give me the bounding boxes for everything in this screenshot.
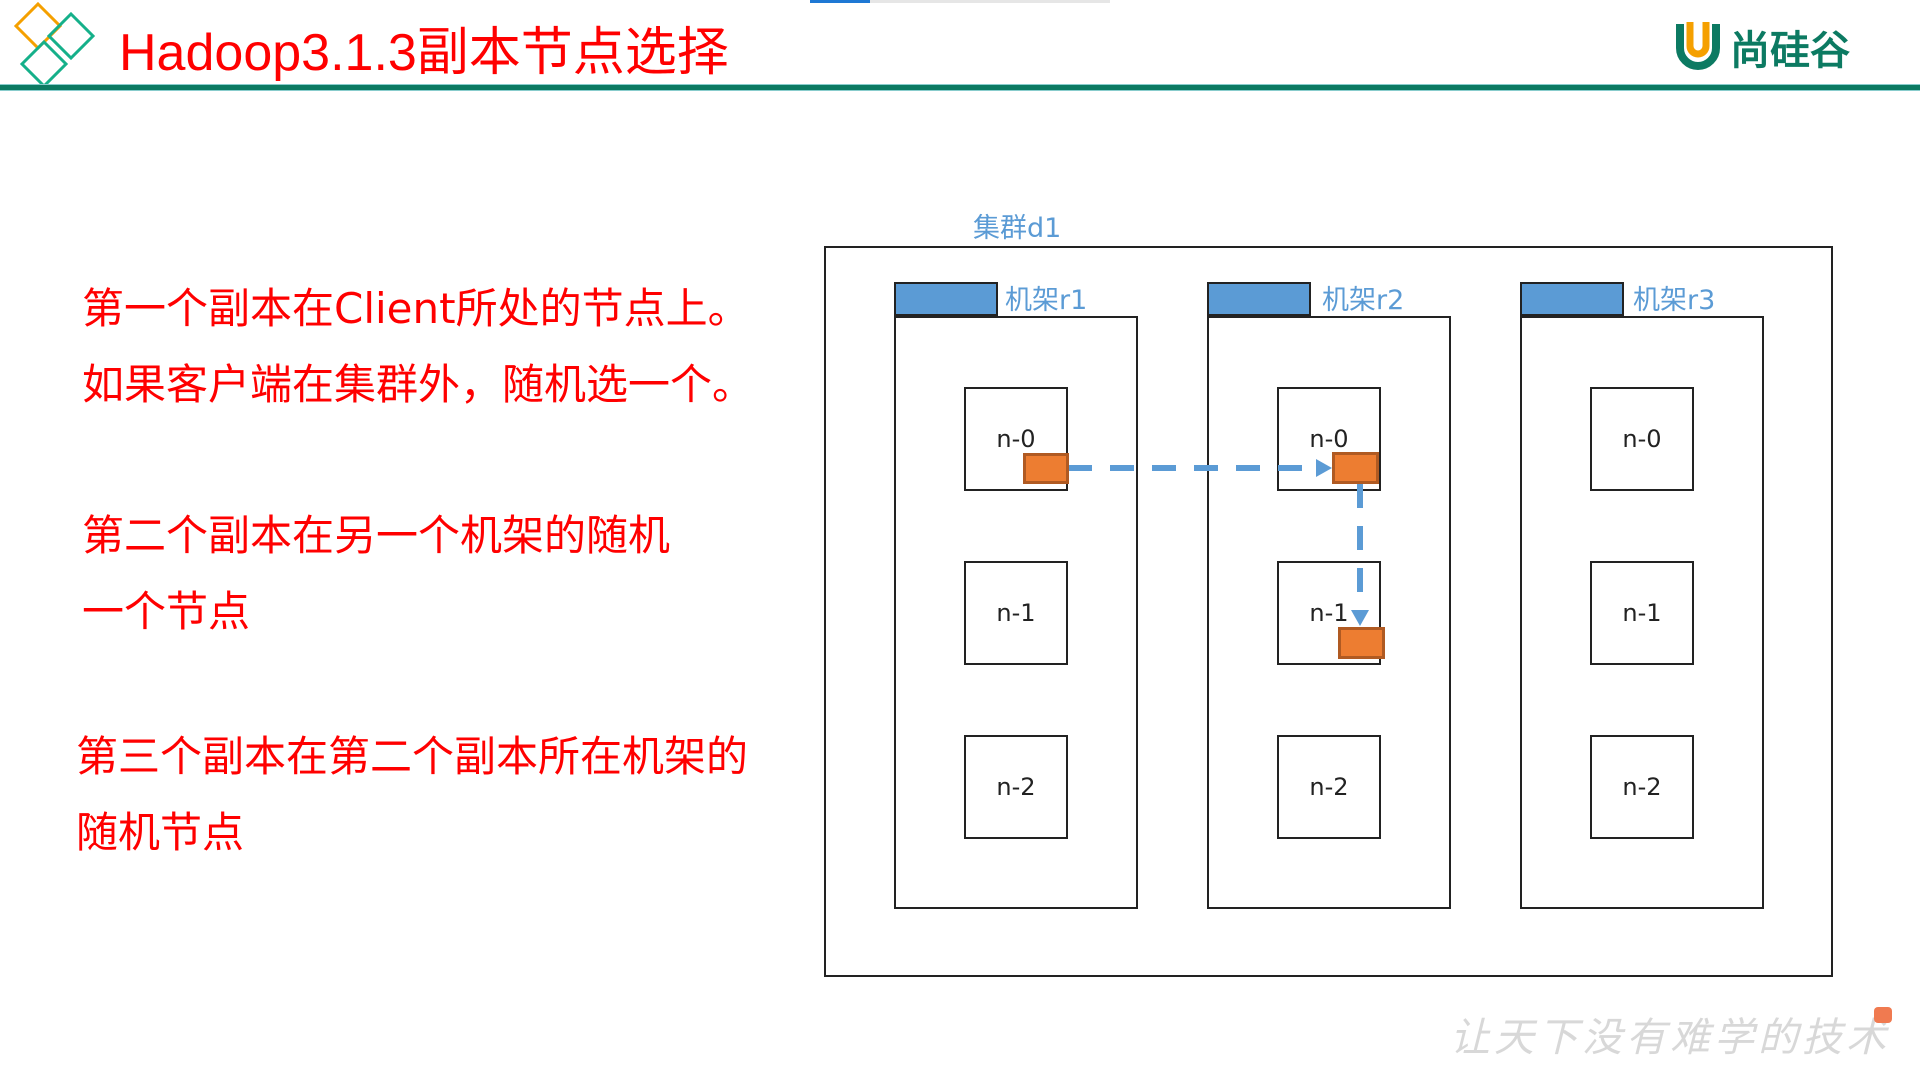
cluster-label: 集群d1 bbox=[973, 213, 1062, 244]
node: n-1 bbox=[964, 561, 1068, 665]
rule-third-replica: 第三个副本在第二个副本所在机架的 随机节点 bbox=[76, 719, 748, 871]
node: n-2 bbox=[964, 735, 1068, 839]
text-line: 如果客户端在集群外，随机选一个。 bbox=[82, 360, 755, 409]
header-divider bbox=[0, 84, 1920, 91]
rule-second-replica: 第二个副本在另一个机架的随机 一个节点 bbox=[82, 498, 670, 650]
replica-block bbox=[1023, 453, 1069, 484]
node: n-2 bbox=[1277, 735, 1381, 839]
node: n-0 bbox=[1590, 387, 1694, 491]
text-line: 第一个副本在Client所处的节点上。 bbox=[82, 284, 750, 333]
rack-label: 机架r3 bbox=[1633, 285, 1716, 316]
node: n-1 bbox=[1590, 561, 1694, 665]
top-tab-strip bbox=[810, 0, 1110, 3]
arrow-head-icon bbox=[1351, 610, 1369, 626]
text-line: 第二个副本在另一个机架的随机 bbox=[82, 511, 671, 560]
brand-u-icon bbox=[1676, 22, 1720, 70]
arrow-head-icon bbox=[1316, 459, 1332, 477]
text-line: 随机节点 bbox=[76, 808, 245, 857]
brand-logo-text: 尚硅谷 bbox=[1730, 28, 1850, 74]
rack-label: 机架r1 bbox=[1005, 285, 1088, 316]
text-line: 第三个副本在第二个副本所在机架的 bbox=[76, 732, 749, 781]
cluster-box bbox=[824, 246, 1833, 977]
rule-first-replica: 第一个副本在Client所处的节点上。 如果客户端在集群外，随机选一个。 bbox=[82, 271, 754, 423]
rack-header-bar bbox=[894, 282, 998, 316]
diamond-logo-icon bbox=[13, 2, 96, 86]
text-line: 一个节点 bbox=[82, 587, 251, 636]
rack-header-bar bbox=[1520, 282, 1624, 316]
page-title: Hadoop3.1.3副本节点选择 bbox=[119, 24, 729, 82]
rack-label: 机架r2 bbox=[1322, 285, 1405, 316]
replica-block bbox=[1338, 627, 1385, 659]
footer-watermark: 让天下没有难学的技术 bbox=[1450, 1015, 1890, 1061]
rack-header-bar bbox=[1207, 282, 1311, 316]
ime-s-icon[interactable] bbox=[1874, 1007, 1892, 1023]
replica-block bbox=[1332, 452, 1379, 484]
node: n-2 bbox=[1590, 735, 1694, 839]
